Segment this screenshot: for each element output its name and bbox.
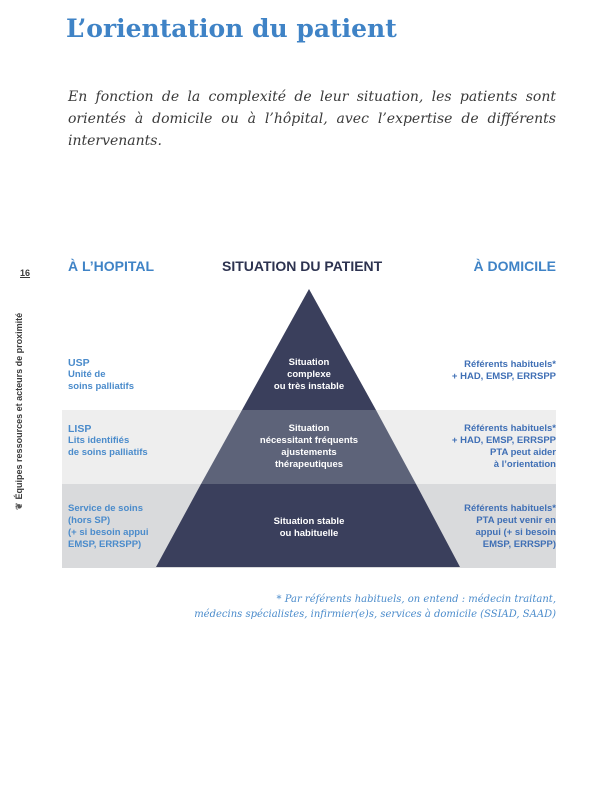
level2-hospital-line1: LISP	[68, 423, 92, 435]
level3-hospital-line3: (+ si besoin appui	[68, 527, 149, 538]
level1-home-line1: Référents habituels*	[464, 359, 556, 370]
level1-situation-line3: ou très instable	[273, 381, 345, 392]
level3-hospital-line4: EMSP, ERRSPP)	[68, 539, 142, 550]
level2-home-line1: Référents habituels*	[464, 423, 556, 434]
level3-hospital-line2: (hors SP)	[68, 515, 111, 526]
level1-home: Référents habituels* + HAD, EMSP, ERRSPP	[396, 359, 556, 383]
level3-hospital-line1: Service de soins	[68, 503, 143, 514]
level1-home-line2: + HAD, EMSP, ERRSPP	[451, 371, 556, 382]
level3-situation: Situation stable ou habituelle	[236, 516, 382, 540]
footnote-line2: médecins spécialistes, infirmier(e)s, se…	[194, 609, 556, 620]
intro-paragraph: En fonction de la complexité de leur sit…	[68, 89, 556, 149]
page-number: 16	[20, 268, 31, 278]
header-hospital: À L’HOPITAL	[68, 258, 155, 274]
footnote: * Par référents habituels, on entend : m…	[156, 592, 556, 622]
level3-home-line3: appui (+ si besoin	[475, 527, 557, 538]
level3-home-line1: Référents habituels*	[464, 503, 556, 514]
level2-home-line2: + HAD, EMSP, ERRSPP	[451, 435, 556, 446]
level1-situation-line2: complexe	[287, 369, 331, 380]
level2-hospital-line2: Lits identifiés	[68, 435, 130, 446]
level2-home-line4: à l’orientation	[493, 459, 556, 470]
level1-hospital-line2: Unité de	[68, 369, 106, 380]
level2-situation: Situation nécessitant fréquents ajusteme…	[236, 423, 382, 471]
level3-situation-line1: Situation stable	[273, 516, 345, 527]
level2-situation-line1: Situation	[288, 423, 330, 434]
level2-situation-line3: ajustements	[281, 447, 337, 458]
level3-situation-line2: ou habituelle	[279, 528, 339, 539]
level3-home: Référents habituels* PTA peut venir en a…	[396, 503, 556, 551]
page-title: L’orientation du patient	[66, 14, 397, 43]
header-situation: SITUATION DU PATIENT	[222, 258, 383, 274]
level2-home-line3: PTA peut aider	[490, 447, 556, 458]
header-home: À DOMICILE	[473, 258, 556, 274]
level3-home-line2: PTA peut venir en	[476, 515, 556, 526]
level1-hospital-line3: soins palliatifs	[68, 381, 134, 392]
level1-situation: Situation complexe ou très instable	[236, 357, 382, 393]
level2-situation-line4: thérapeutiques	[274, 459, 344, 470]
level1-hospital-line1: USP	[68, 357, 90, 369]
level1-situation-line1: Situation	[288, 357, 330, 368]
footnote-line1: * Par référents habituels, on entend : m…	[276, 594, 556, 605]
pyramid-top	[242, 289, 376, 410]
level2-hospital: LISP Lits identifiés de soins palliatifs	[68, 423, 208, 459]
level2-home: Référents habituels* + HAD, EMSP, ERRSPP…	[396, 423, 556, 471]
pyramid-middle	[201, 410, 416, 484]
level3-hospital: Service de soins (hors SP) (+ si besoin …	[68, 503, 208, 551]
level3-home-line4: EMSP, ERRSPP)	[482, 539, 556, 550]
level2-hospital-line3: de soins palliatifs	[68, 447, 148, 458]
level2-situation-line2: nécessitant fréquents	[259, 435, 359, 446]
level1-hospital: USP Unité de soins palliatifs	[68, 357, 208, 393]
pyramid-bottom	[156, 484, 460, 567]
